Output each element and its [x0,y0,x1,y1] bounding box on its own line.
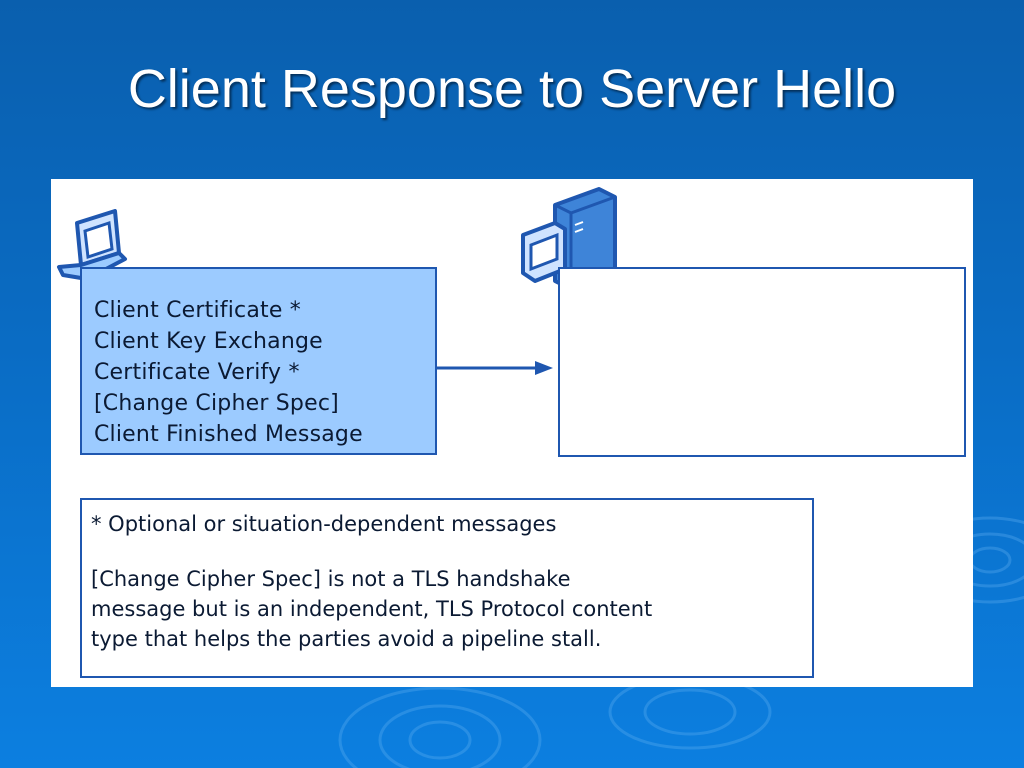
slide-title: Client Response to Server Hello [127,59,897,119]
server-icon [521,187,617,291]
client-message: Client Certificate * [94,298,301,323]
client-to-server-arrow [437,361,553,375]
footnote-line: type that helps the parties avoid a pipe… [91,627,602,651]
footnote-box: * Optional or situation-dependent messag… [80,498,814,678]
client-message: [Change Cipher Spec] [94,391,339,416]
client-message: Client Key Exchange [94,329,323,354]
server-box [558,267,966,457]
footnote-line: [Change Cipher Spec] is not a TLS handsh… [91,567,571,591]
client-messages-box: Client Certificate * Client Key Exchange… [80,267,437,455]
footnote-change-cipher-spec: [Change Cipher Spec] is not a TLS handsh… [91,564,812,654]
laptop-icon [57,209,127,281]
client-message: Client Finished Message [94,422,363,447]
diagram-panel: Client Certificate * Client Key Exchange… [51,179,973,687]
footnote-optional: * Optional or situation-dependent messag… [91,512,557,536]
footnote-line: message but is an independent, TLS Proto… [91,597,653,621]
client-message: Certificate Verify * [94,360,300,385]
